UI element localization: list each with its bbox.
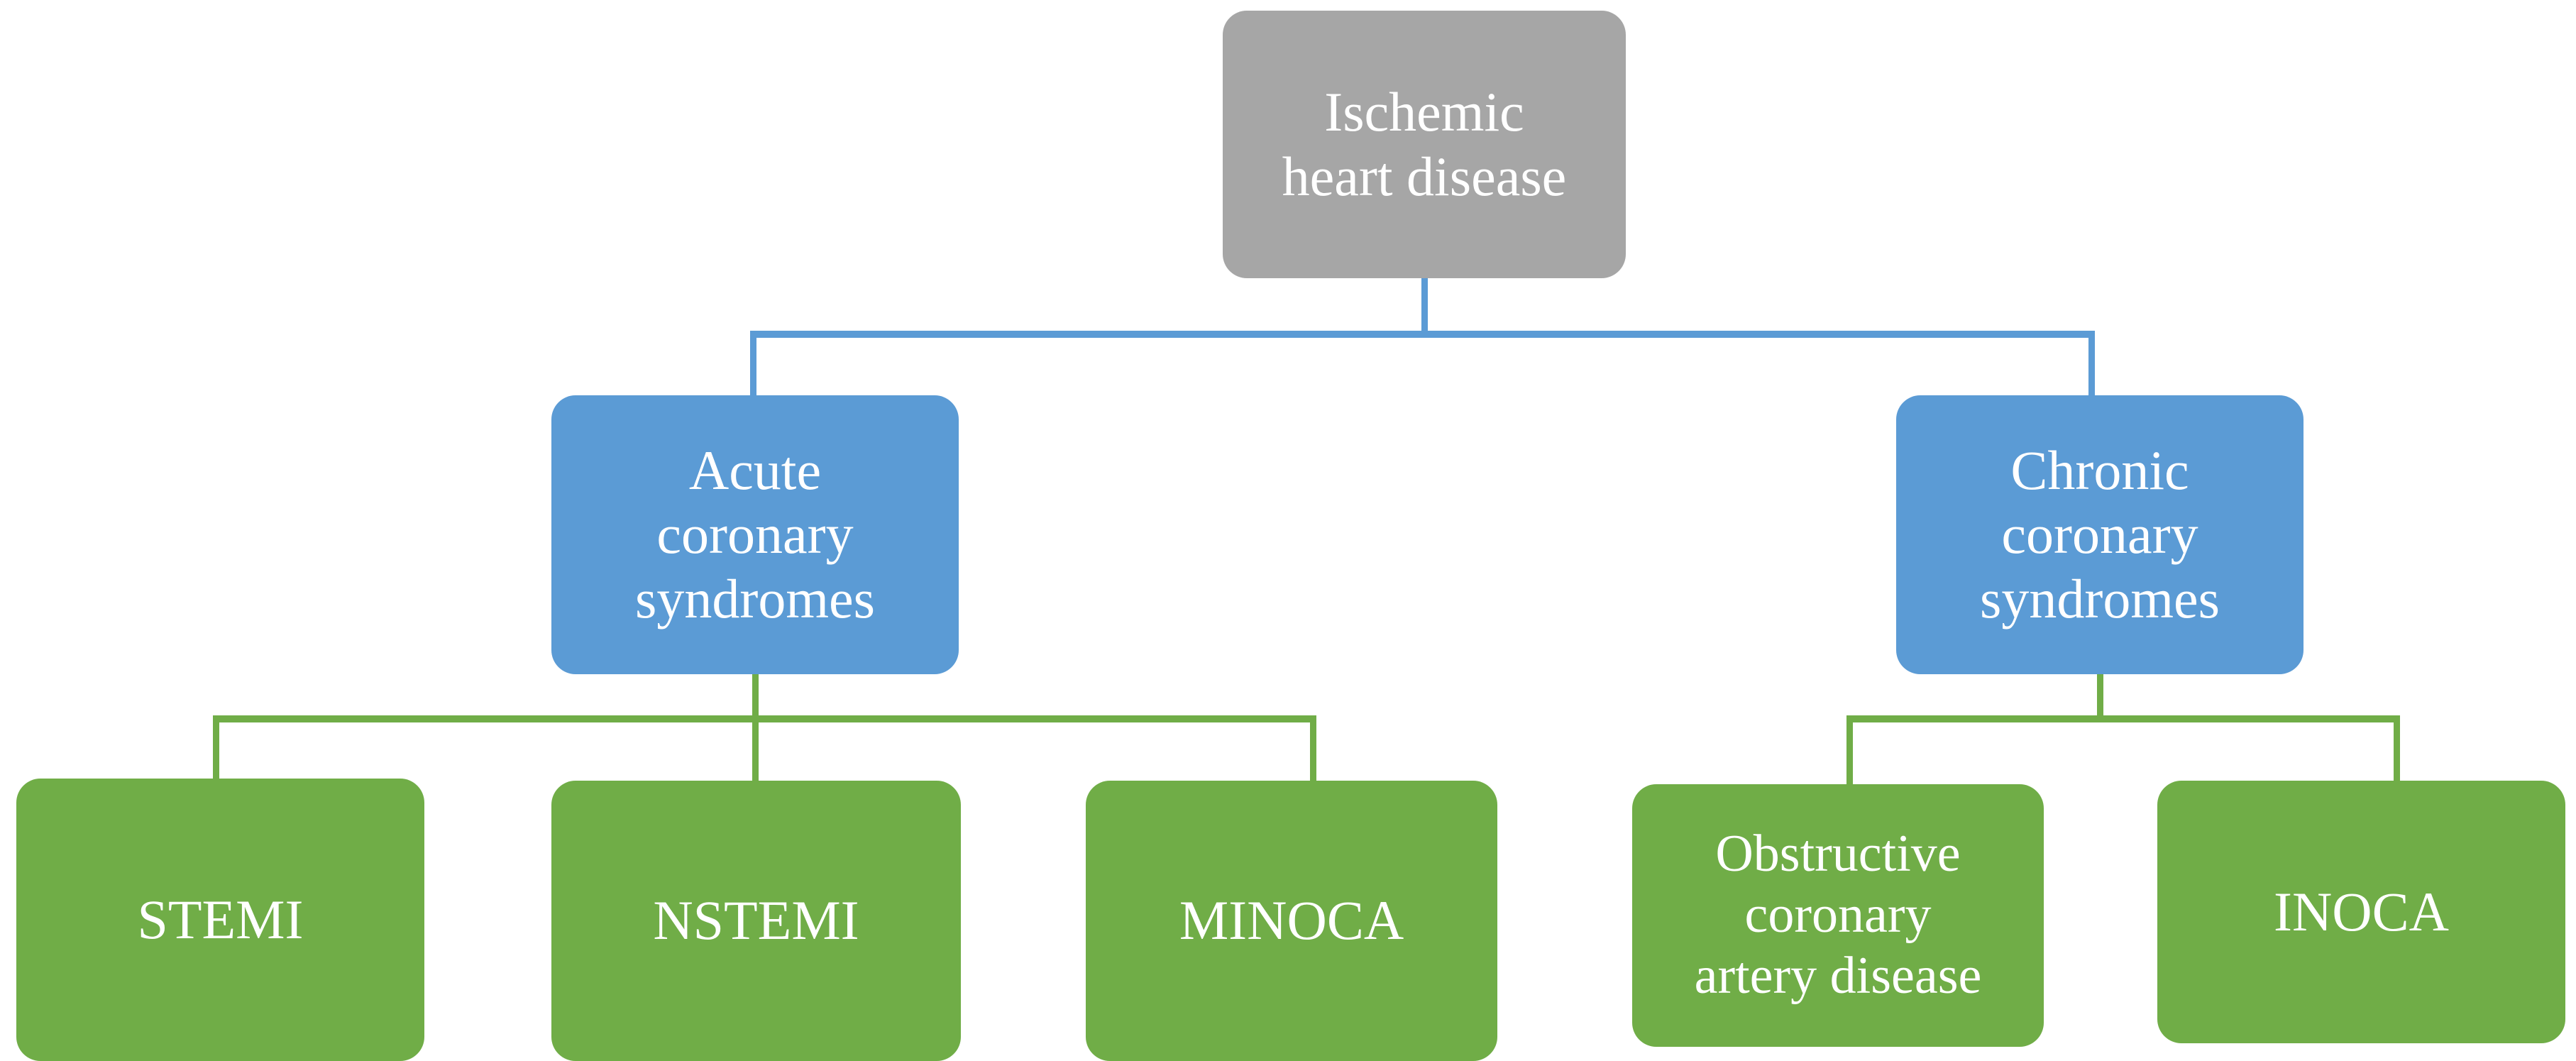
node-obstructive-coronary-artery-disease[interactable]: Obstructive coronary artery disease (1632, 784, 2044, 1047)
connector-to-obstructive-cad (1846, 715, 1853, 786)
node-stemi[interactable]: STEMI (16, 779, 424, 1061)
node-acute-coronary-syndromes[interactable]: Acute coronary syndromes (551, 395, 959, 674)
connector-to-stemi (213, 715, 219, 783)
connector-root-stem (1421, 278, 1428, 336)
node-label-stemi: STEMI (137, 888, 304, 950)
node-chronic-coronary-syndromes[interactable]: Chronic coronary syndromes (1896, 395, 2303, 674)
connector-ccs-stem (2097, 674, 2103, 720)
node-label-obstructive-coronary-artery-disease: Obstructive coronary artery disease (1694, 825, 1982, 1005)
connector-to-acute-coronary-syndromes (750, 331, 756, 398)
node-ischemic-heart-disease[interactable]: Ischemic heart disease (1223, 11, 1626, 278)
node-label-ischemic-heart-disease: Ischemic heart disease (1282, 81, 1567, 207)
node-label-chronic-coronary-syndromes: Chronic coronary syndromes (1980, 439, 2220, 630)
node-label-inoca: INOCA (2274, 880, 2449, 942)
node-inoca[interactable]: INOCA (2157, 781, 2565, 1043)
connector-ccs-horizontal-bar (1846, 715, 2400, 722)
node-label-minoca: MINOCA (1179, 889, 1404, 952)
connector-to-minoca (1310, 715, 1316, 783)
connector-to-nstemi (752, 715, 759, 783)
node-minoca[interactable]: MINOCA (1086, 781, 1497, 1061)
connector-acs-horizontal-bar (213, 715, 1316, 722)
connector-to-inoca (2394, 715, 2400, 786)
connector-to-chronic-coronary-syndromes (2088, 331, 2095, 398)
connector-acs-stem (752, 674, 759, 720)
node-nstemi[interactable]: NSTEMI (551, 781, 961, 1061)
node-label-nstemi: NSTEMI (653, 889, 859, 952)
node-label-acute-coronary-syndromes: Acute coronary syndromes (635, 439, 875, 630)
connector-level2-horizontal-bar (750, 331, 2095, 338)
